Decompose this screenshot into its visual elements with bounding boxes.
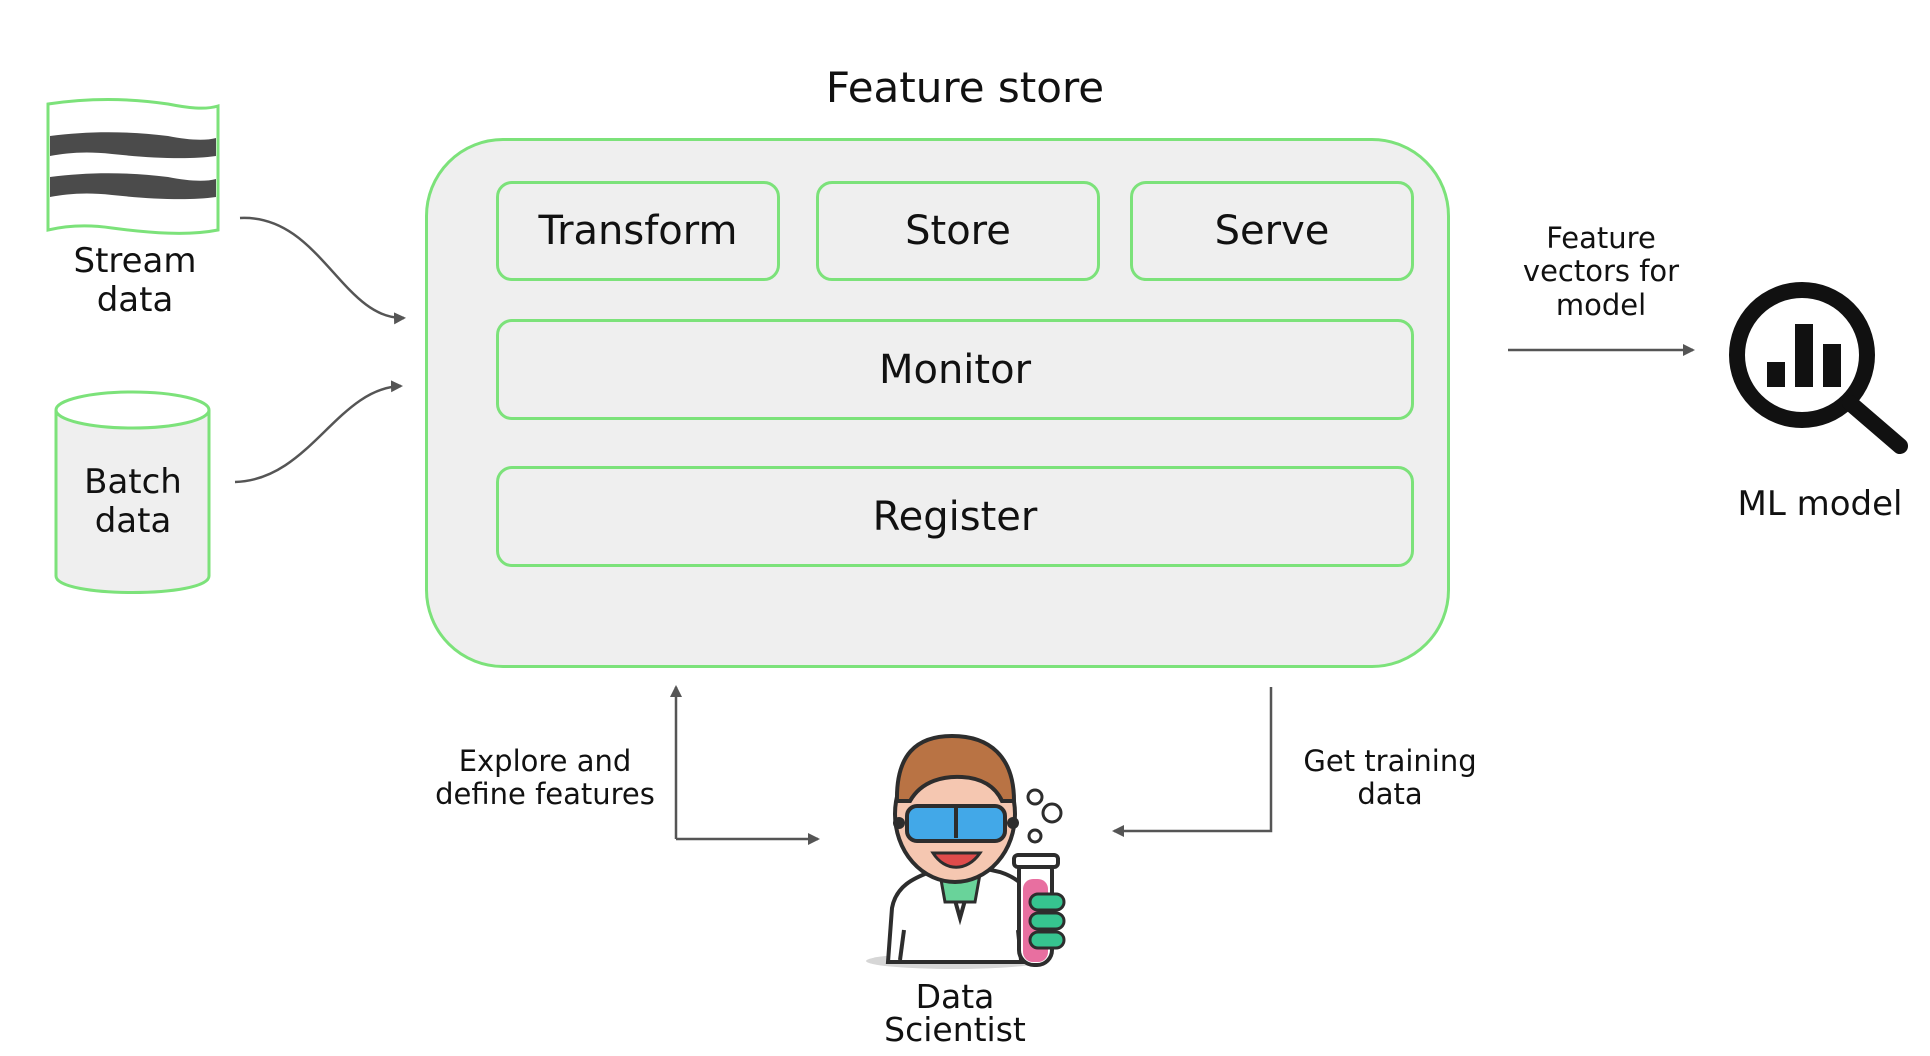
stream-data-icon (46, 98, 220, 235)
training-data-line-2: data (1357, 777, 1423, 812)
feature-store-title: Feature store (825, 63, 1105, 112)
training-data-label: Get training data (1290, 744, 1490, 812)
feature-vectors-label: Feature vectors for model (1496, 221, 1706, 322)
stream-data-line-1: Stream (73, 241, 197, 281)
explore-features-line-2: define features (435, 777, 655, 812)
monitor-module: Monitor (496, 319, 1414, 420)
batch-data-label: Batch data (40, 462, 226, 542)
ml-model-label: ML model (1737, 484, 1903, 524)
store-module: Store (816, 181, 1100, 281)
data-scientist-line-2: Scientist (884, 1010, 1026, 1049)
stream-data-line-2: data (96, 280, 174, 321)
transform-label: Transform (538, 208, 738, 254)
data-scientist-line-1: Data (915, 977, 995, 1016)
stream-data-label: Stream data (40, 241, 230, 321)
training-data-arrow (1112, 687, 1273, 837)
register-label: Register (872, 493, 1038, 540)
explore-features-label: Explore and define features (420, 744, 670, 812)
register-module: Register (496, 466, 1414, 567)
batch-data-line-1: Batch (84, 462, 182, 502)
explore-features-line-1: Explore and (458, 744, 632, 778)
data-scientist-icon (866, 733, 1066, 969)
feature-vectors-line-2: vectors for (1522, 254, 1680, 289)
batch-arrow (234, 380, 403, 484)
batch-data-line-2: data (94, 501, 172, 542)
magnifier-chart-icon (1729, 282, 1908, 454)
database-cylinder-icon (54, 390, 211, 594)
training-data-line-1: Get training (1303, 744, 1477, 778)
stream-arrow (239, 216, 406, 325)
feature-vectors-line-3: model (1555, 287, 1647, 322)
feature-vectors-line-1: Feature (1546, 221, 1656, 255)
serve-label: Serve (1214, 208, 1330, 254)
transform-module: Transform (496, 181, 780, 281)
store-label: Store (905, 208, 1011, 254)
feature-store-container: Transform Store Serve Monitor Register (425, 138, 1450, 668)
data-scientist-label: Data Scientist (850, 980, 1060, 1046)
serve-module: Serve (1130, 181, 1414, 281)
monitor-label: Monitor (878, 346, 1032, 393)
